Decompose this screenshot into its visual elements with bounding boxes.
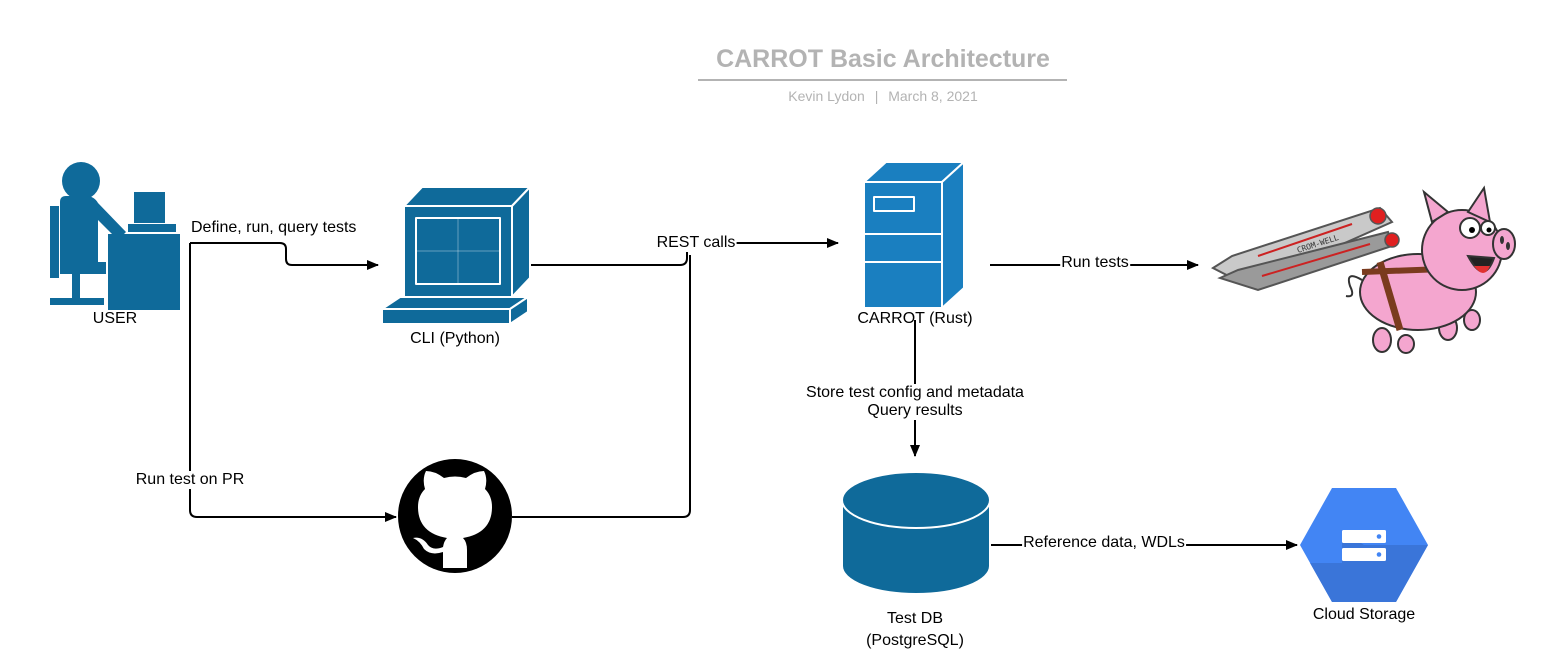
- subtitle-separator: |: [874, 88, 879, 104]
- github-icon: [398, 459, 512, 573]
- user-label: USER: [92, 310, 138, 327]
- user-at-computer-icon: [50, 162, 180, 310]
- edge-label-store-config: Store test config and metadata: [804, 384, 1026, 402]
- cromwell-pig-icon: CROM-WELL: [1210, 185, 1516, 354]
- edge-label-run-tests: Run tests: [1060, 254, 1130, 272]
- edge-label-user-github: Run test on PR: [133, 471, 247, 489]
- edge-label-query-results: Query results: [865, 402, 965, 420]
- diagram-subtitle: Kevin Lydon | March 8, 2021: [788, 87, 977, 105]
- connectors: [189, 238, 1298, 550]
- diagram-date: March 8, 2021: [888, 88, 978, 104]
- diagram-title: CARROT Basic Architecture: [716, 45, 1050, 73]
- edge-github-to-rest: [512, 255, 691, 518]
- google-cloud-storage-icon: [1300, 488, 1428, 602]
- edge-cli-to-rest: [530, 243, 688, 266]
- edge-label-reference-data: Reference data, WDLs: [1022, 534, 1186, 552]
- testdb-label-line2: (PostgreSQL): [866, 632, 964, 649]
- cli-label: CLI (Python): [410, 330, 500, 347]
- carrot-label: CARROT (Rust): [857, 310, 973, 327]
- edge-user-to-github: [189, 243, 397, 522]
- testdb-label-line1: Test DB: [886, 610, 944, 627]
- author-name: Kevin Lydon: [788, 88, 865, 104]
- edge-label-rest-calls: REST calls: [655, 234, 737, 252]
- desktop-computer-icon: [381, 186, 531, 325]
- database-icon: [841, 471, 991, 595]
- edge-user-to-cli: [190, 242, 379, 270]
- server-tower-icon: [863, 161, 965, 309]
- cloud-storage-label: Cloud Storage: [1312, 606, 1416, 623]
- edge-label-user-cli: Define, run, query tests: [190, 219, 358, 237]
